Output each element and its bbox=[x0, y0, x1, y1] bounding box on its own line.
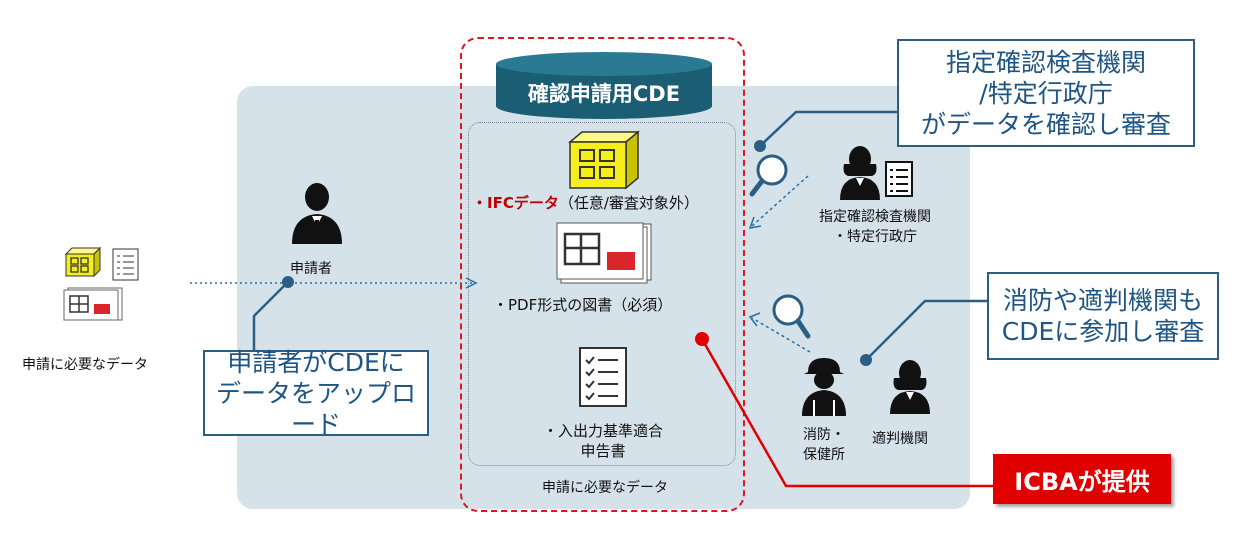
drawing-icon bbox=[63, 287, 123, 321]
cube-icon bbox=[64, 246, 102, 278]
fire-callout-line1: 消防や適判機関も bbox=[1002, 286, 1203, 315]
cube-icon bbox=[568, 130, 640, 190]
applicant-label: 申請者 bbox=[290, 261, 332, 277]
upload-callout-line1: 申請者がCDEに bbox=[227, 347, 405, 377]
upload-callout: 申請者がCDEに データをアップロード bbox=[203, 347, 429, 439]
review-callout-line2: /特定行政庁 bbox=[979, 78, 1113, 108]
data-contents-box bbox=[468, 122, 736, 466]
ifc-label: ・IFCデータ（任意/審査対象外） bbox=[472, 192, 699, 213]
checklist-icon bbox=[885, 161, 913, 197]
drawing-icon bbox=[556, 222, 652, 284]
icba-badge: ICBAが提供 bbox=[993, 454, 1171, 504]
checklist-icon bbox=[112, 248, 139, 281]
review-callout-line3: がデータを確認し審査 bbox=[920, 109, 1171, 139]
review-callout-line1: 指定確認検査機関 bbox=[945, 47, 1146, 77]
reviewer-label-line2: ・特定行政庁 bbox=[833, 229, 917, 245]
review-callout: 指定確認検査機関 /特定行政庁 がデータを確認し審査 bbox=[897, 39, 1195, 147]
magnifier-icon bbox=[749, 154, 788, 197]
pdf-label: ・PDF形式の図書（必須） bbox=[493, 296, 673, 314]
cde-title: 確認申請用CDE bbox=[527, 82, 681, 106]
fire-label-line2: 保健所 bbox=[803, 447, 845, 463]
checklist-icon bbox=[579, 347, 627, 407]
form-label-line1: ・入出力基準適合 bbox=[542, 422, 663, 440]
cde-boundary bbox=[460, 37, 745, 512]
bottom-data-label: 申請に必要なデータ bbox=[542, 480, 668, 496]
ifc-note: （任意/審査対象外） bbox=[558, 194, 699, 212]
upload-callout-line2: データをアップロード bbox=[215, 378, 416, 439]
reviewer-label-line1: 指定確認検査機関 bbox=[819, 209, 931, 225]
person-icon bbox=[292, 183, 342, 244]
applicant-data-label: 申請に必要なデータ bbox=[22, 357, 148, 373]
form-label-line2: 申告書 bbox=[580, 442, 626, 460]
fire-callout-line2: CDEに参加し審査 bbox=[1001, 317, 1205, 346]
fire-callout: 消防や適判機関も CDEに参加し審査 bbox=[987, 272, 1219, 360]
ifc-bullet: ・ bbox=[472, 194, 488, 212]
person-icon bbox=[840, 146, 880, 200]
person-icon bbox=[890, 360, 930, 414]
magnifier-icon bbox=[772, 294, 811, 339]
tekihan-label: 適判機関 bbox=[872, 431, 928, 447]
firefighter-icon bbox=[802, 358, 846, 416]
cde-cylinder-icon bbox=[496, 52, 712, 119]
fire-label-line1: 消防・ bbox=[803, 427, 845, 443]
ifc-title: IFCデータ bbox=[487, 194, 559, 212]
